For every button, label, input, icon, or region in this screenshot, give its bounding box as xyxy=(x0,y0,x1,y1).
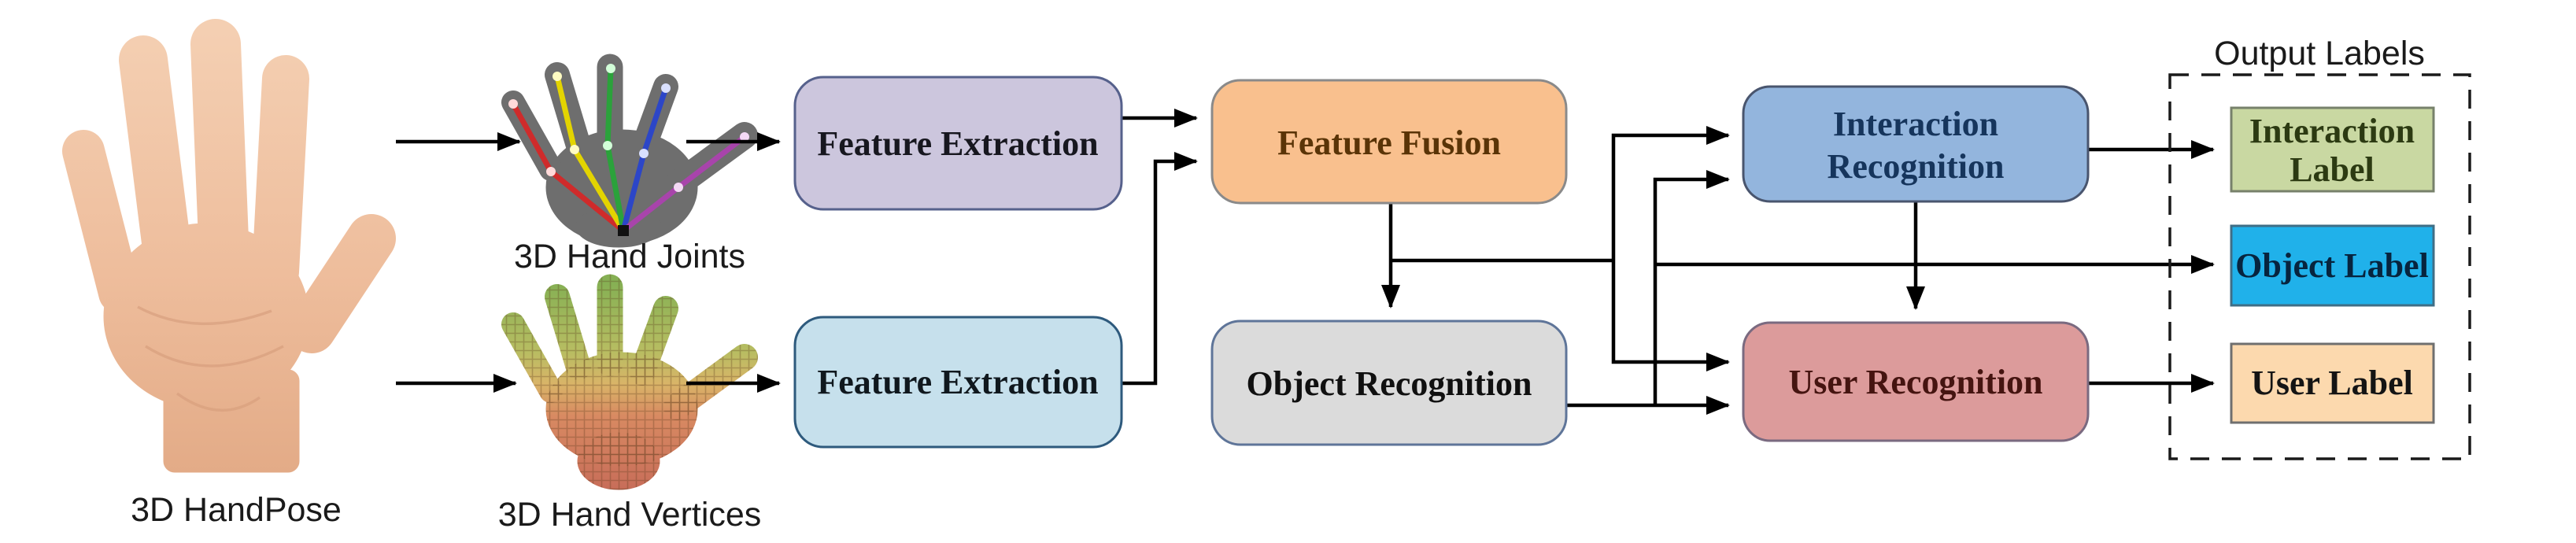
feature-extraction-top-label: Feature Extraction xyxy=(817,124,1098,163)
feature-extraction-bottom-label: Feature Extraction xyxy=(817,363,1098,401)
feature-fusion-box xyxy=(1210,79,1568,205)
user-label-text: User Label xyxy=(2251,364,2413,402)
interaction-label-line2: Label xyxy=(2290,150,2375,189)
arrow-fusion-to-interaction-recognition xyxy=(1611,126,1730,260)
user-recognition-box xyxy=(1742,321,2090,442)
hand-photo-index-finger xyxy=(252,55,309,295)
hand-vertices-caption: 3D Hand Vertices xyxy=(498,496,762,534)
interaction-label-line1: Interaction xyxy=(2249,112,2415,150)
arrow-object-recognition-to-interaction-recognition xyxy=(1653,170,1730,405)
output-labels-group: Output Labels Interaction Label Object L… xyxy=(2168,35,2471,460)
process-boxes: Feature Extraction Feature Extraction Fe… xyxy=(793,76,2090,449)
feature-extraction-top-box xyxy=(793,76,1123,211)
object-label-text: Object Label xyxy=(2235,246,2429,285)
hand-vertices-illustration: 3D Hand Vertices xyxy=(498,274,762,534)
object-recognition-label: Object Recognition xyxy=(1247,364,1532,403)
joint-markers xyxy=(508,64,749,236)
arrow-fusion-to-user-recognition xyxy=(1611,260,1730,371)
interaction-recognition-box xyxy=(1742,85,2090,203)
object-label-box xyxy=(2230,224,2435,307)
hand-photo-illustration: 3D HandPose xyxy=(62,19,396,529)
hand-joints-caption: 3D Hand Joints xyxy=(514,238,745,275)
interaction-label-box xyxy=(2230,106,2435,193)
hand-photo-palm-creases xyxy=(137,305,284,412)
hand-joints-illustration: 3D Hand Joints xyxy=(501,54,758,275)
arrow-feature-extraction-bottom-to-fusion xyxy=(1122,152,1198,386)
hand-photo-pinky-finger xyxy=(62,130,141,314)
hand-photo-ring-finger xyxy=(119,35,194,292)
feature-extraction-bottom-box xyxy=(793,316,1123,449)
hand-pose-caption: 3D HandPose xyxy=(131,491,342,529)
interaction-recognition-label-line1: Interaction xyxy=(1833,105,1998,143)
hand-vertices-mesh-overlay xyxy=(501,274,758,490)
user-label-box xyxy=(2230,342,2435,424)
user-recognition-label: User Recognition xyxy=(1788,363,2042,401)
interaction-recognition-label-line2: Recognition xyxy=(1828,147,2005,186)
hand-photo-thumb xyxy=(287,214,396,353)
object-recognition-box xyxy=(1210,320,1568,446)
hand-photo-middle-finger xyxy=(190,19,249,285)
connectors xyxy=(396,109,2215,415)
output-labels-title: Output Labels xyxy=(2214,35,2425,72)
feature-fusion-label: Feature Fusion xyxy=(1277,124,1501,162)
output-labels-dashed-container xyxy=(2168,73,2471,460)
